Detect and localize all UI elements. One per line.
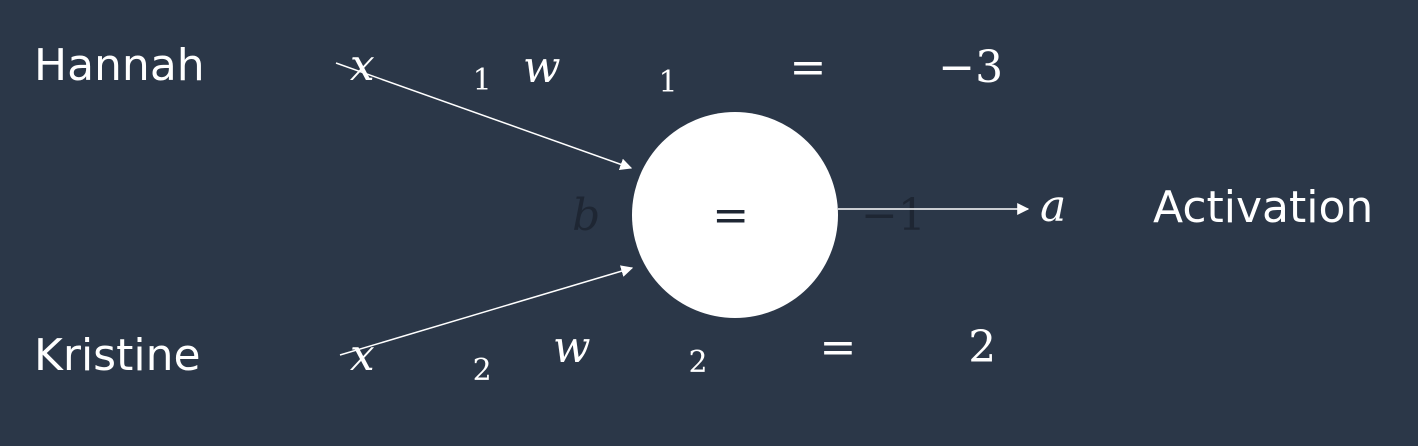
neuron-node: [632, 112, 838, 318]
w2-symbol: w: [553, 322, 591, 373]
w2-subscript: 2: [688, 345, 707, 380]
output-symbol: a: [1040, 181, 1066, 232]
edge-x1-to-neuron: [335, 62, 633, 171]
x1-subscript: 1: [473, 63, 492, 98]
bias-equals: =: [698, 190, 763, 241]
w1-subscript: 1: [658, 65, 677, 100]
w1-symbol: w: [523, 42, 561, 93]
w1-value: −3: [938, 42, 1003, 93]
bias-label: b = −1: [474, 190, 996, 241]
x2-subscript: 2: [473, 353, 492, 388]
input-variable-x1: x 1: [252, 40, 562, 101]
w2-equals: =: [805, 322, 870, 373]
x2-symbol: x: [350, 330, 375, 381]
bias-symbol: b: [572, 190, 600, 241]
w2-value: 2: [968, 322, 996, 373]
input-name-kristine: Kristine: [34, 330, 201, 381]
output-label-activation: Activation: [1153, 182, 1373, 233]
w1-equals: =: [775, 42, 840, 93]
bias-value: −1: [861, 190, 926, 241]
x1-symbol: x: [350, 40, 375, 91]
weight-label-w1: w 1 = −3: [425, 42, 1073, 103]
input-name-hannah: Hannah: [34, 40, 205, 91]
weight-label-w2: w 2 = 2: [455, 322, 1066, 383]
edge-x2-to-neuron: [339, 265, 634, 356]
input-variable-x2: x 2: [252, 330, 562, 391]
